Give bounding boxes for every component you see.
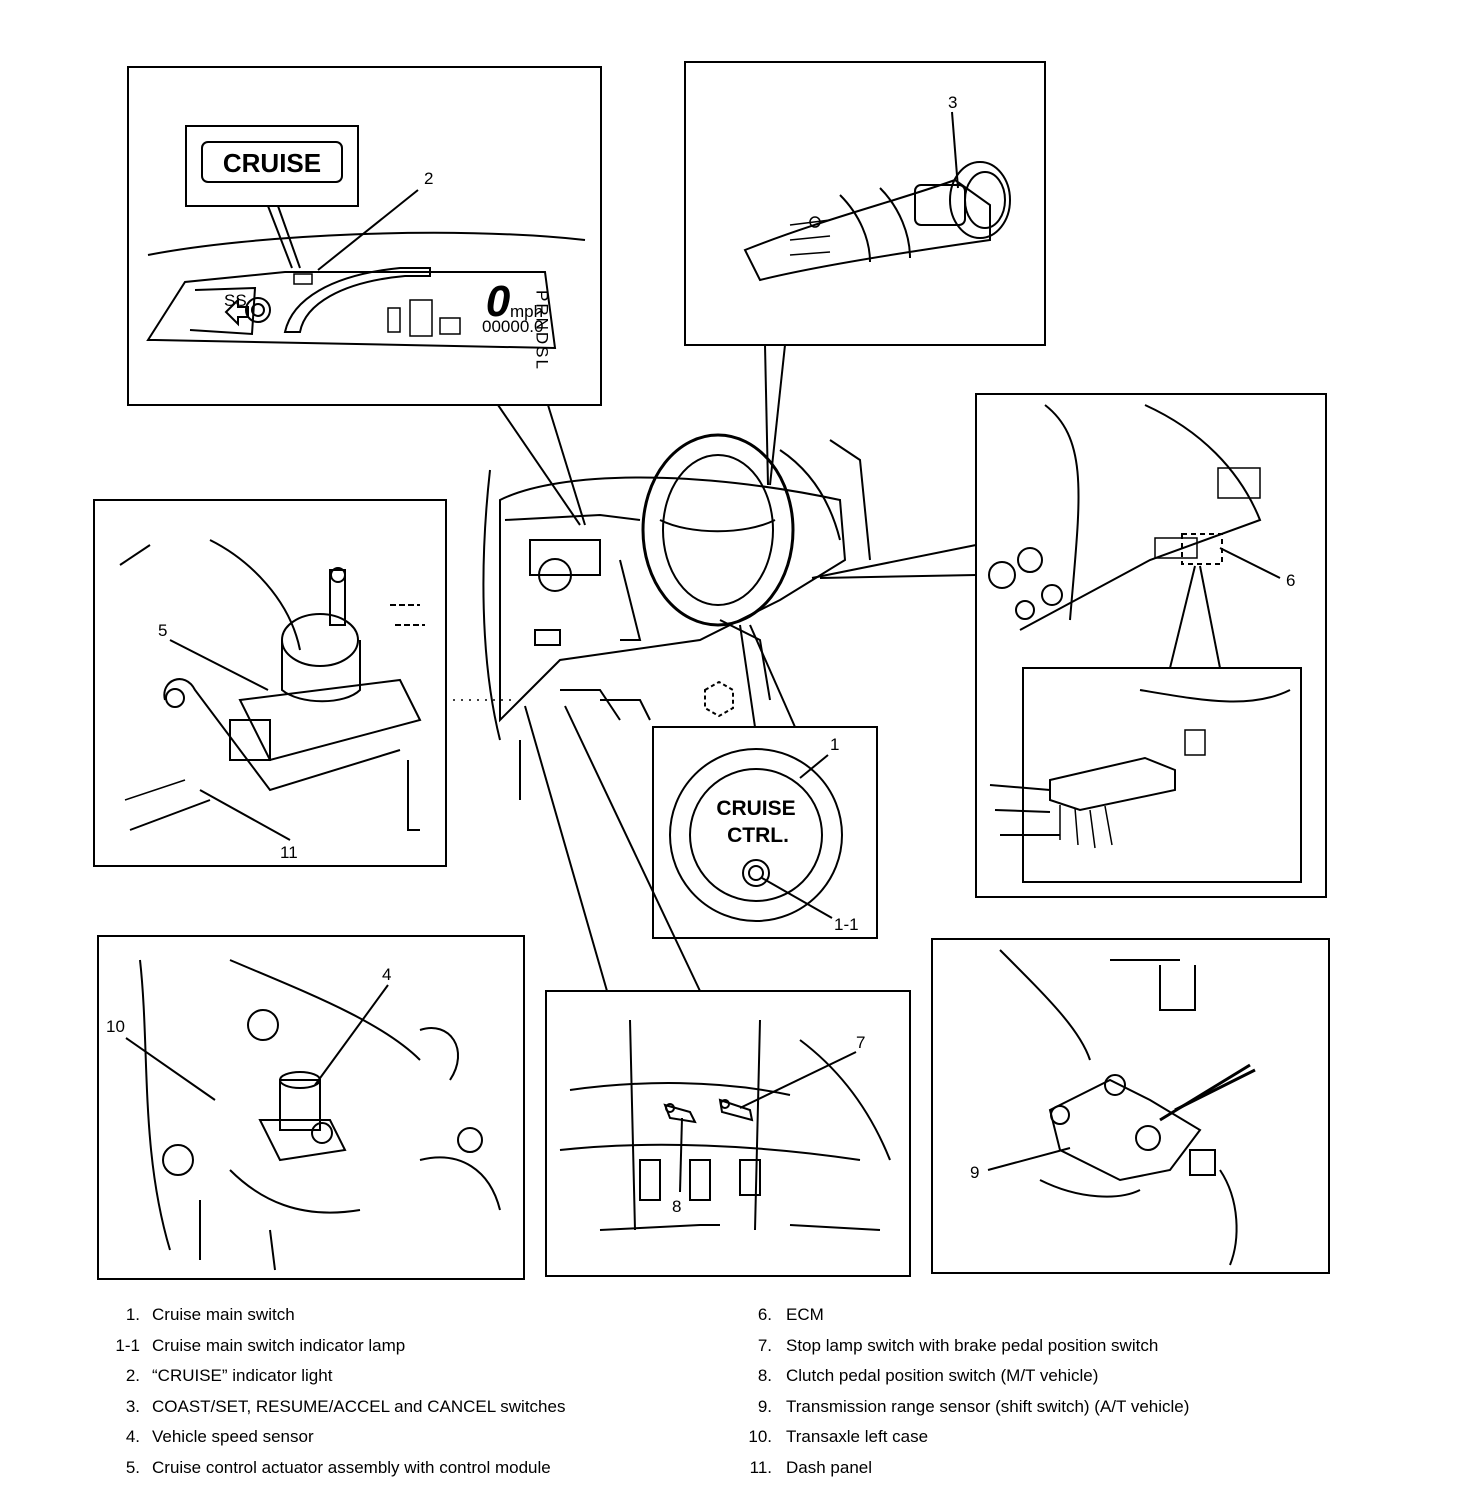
- panel-stalk-switch: 3: [684, 61, 1046, 346]
- legend-item: 4. Vehicle speed sensor: [100, 1422, 565, 1453]
- legend-item-text: Stop lamp switch with brake pedal positi…: [786, 1335, 1159, 1355]
- speed-unit: mph: [510, 302, 543, 321]
- legend-item-text: Vehicle speed sensor: [152, 1427, 314, 1446]
- legend-item-text: Transaxle left case: [786, 1427, 929, 1446]
- legend-item: 3. COAST/SET, RESUME/ACCEL and CANCEL swi…: [100, 1392, 566, 1423]
- legend-item-number: 10.: [748, 1427, 772, 1446]
- legend-item: 10. Transaxle left case: [730, 1422, 1189, 1453]
- legend-item-text: COAST/SET, RESUME/ACCEL and CANCEL switc…: [152, 1396, 566, 1416]
- legend-item: 9. Transmission range sensor (shift switc…: [730, 1392, 1190, 1423]
- odometer: 00000.0: [482, 317, 543, 336]
- legend-item-number: 6.: [757, 1305, 772, 1324]
- panel-ecm: 6: [975, 393, 1327, 898]
- callout-1: 1: [830, 735, 839, 754]
- callout-2: 2: [424, 169, 433, 188]
- legend-item-text: ECM: [786, 1305, 824, 1324]
- legend-item-number: 8.: [757, 1366, 772, 1385]
- legend-item-number: 2.: [125, 1366, 140, 1385]
- speed-digit: 0: [486, 277, 511, 326]
- legend-item-number: 7.: [757, 1335, 772, 1355]
- legend-item-number: 9.: [757, 1396, 772, 1416]
- callout-5: 5: [158, 621, 167, 640]
- panel-instrument-cluster: CRUISE 2 SS 0 mph 00000.0 PRNDSL: [127, 66, 602, 406]
- legend-item-number: 1.: [125, 1305, 140, 1324]
- gear-letters: PRNDSL: [533, 290, 552, 371]
- cluster-mini-text: SS: [224, 291, 247, 310]
- callout-6: 6: [1286, 571, 1295, 590]
- legend-item: 8. Clutch pedal position switch (M/T vehi…: [730, 1361, 1189, 1392]
- callout-7: 7: [856, 1033, 865, 1052]
- callout-9: 9: [970, 1163, 979, 1182]
- legend-item: 1. Cruise main switch: [100, 1300, 565, 1331]
- callout-4: 4: [382, 965, 391, 984]
- panel-range-sensor: 9: [931, 938, 1330, 1274]
- legend-item: 5. Cruise control actuator assembly with …: [100, 1453, 565, 1484]
- legend-item: 2. “CRUISE” indicator light: [100, 1361, 565, 1392]
- legend-item-text: Cruise main switch: [152, 1305, 295, 1324]
- legend-item-text: “CRUISE” indicator light: [152, 1366, 333, 1385]
- cruise-badge-text: CRUISE: [223, 148, 321, 178]
- legend-item-text: Transmission range sensor (shift switch)…: [786, 1396, 1190, 1416]
- callout-11: 11: [280, 843, 298, 862]
- legend-item-text: Clutch pedal position switch (M/T vehicl…: [786, 1366, 1099, 1385]
- legend-item-number: 4.: [125, 1427, 140, 1446]
- legend-item-number: 1-1: [115, 1335, 140, 1355]
- legend-item: 6. ECM: [730, 1300, 1189, 1331]
- callout-8: 8: [672, 1197, 681, 1216]
- legend-item-number: 5.: [125, 1457, 140, 1477]
- legend-item: 7. Stop lamp switch with brake pedal posi…: [730, 1331, 1189, 1362]
- legend-left: 1. Cruise main switch 1-1 Cruise main switc…: [100, 1300, 565, 1483]
- legend-right: 6. ECM 7. Stop lamp switch with brake pedal…: [730, 1300, 1189, 1483]
- legend-item-number: 3.: [125, 1396, 140, 1416]
- panel-speed-sensor: 4 10: [97, 935, 525, 1280]
- panel-main-switch: CRUISE CTRL. 1 1-1: [652, 726, 878, 939]
- legend-item-text: Cruise main switch indicator lamp: [152, 1335, 406, 1355]
- callout-3: 3: [948, 93, 957, 112]
- legend-item-text: Dash panel: [786, 1457, 873, 1477]
- dashboard-overview: [482, 433, 871, 800]
- legend-item-text: Cruise control actuator assembly with co…: [152, 1457, 551, 1477]
- panel-actuator: 5 11: [93, 499, 447, 867]
- main-switch-line2: CTRL.: [727, 824, 789, 847]
- callout-1-1: 1-1: [834, 915, 859, 934]
- main-switch-line1: CRUISE: [716, 797, 795, 820]
- callout-10: 10: [106, 1017, 125, 1036]
- legend-item: 11. Dash panel: [730, 1453, 1189, 1484]
- legend-item: 1-1 Cruise main switch indicator lamp: [100, 1331, 565, 1362]
- component-location-diagram: CRUISE 2 SS 0 mph 00000.0 PRNDSL 3: [93, 61, 1330, 1280]
- panel-pedal-switches: 7 8: [545, 990, 911, 1277]
- legend-item-number: 11.: [749, 1457, 772, 1477]
